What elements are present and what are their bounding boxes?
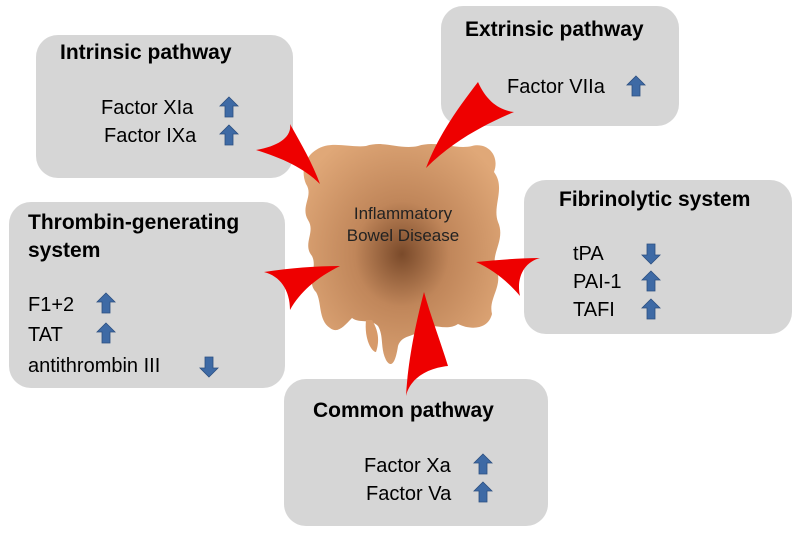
fibrinolytic-item-tafi: TAFI	[573, 299, 615, 321]
up-arrow-icon	[626, 75, 646, 97]
up-arrow-icon	[96, 292, 116, 314]
extrinsic-pathway-title: Extrinsic pathway	[465, 18, 644, 41]
arrow-from-thrombin	[264, 266, 340, 310]
up-arrow-icon	[473, 453, 493, 475]
thrombin-item-antithrombin-iii: antithrombin III	[28, 355, 161, 377]
common-item-factor-xa: Factor Xa	[364, 455, 451, 477]
fibrinolytic-system-title: Fibrinolytic system	[559, 188, 751, 211]
up-arrow-icon	[219, 96, 239, 118]
colon-appendix	[365, 320, 379, 352]
center-label: Inflammatory Bowel Disease	[318, 203, 488, 247]
up-arrow-icon	[473, 481, 493, 503]
thrombin-item-tat: TAT	[28, 324, 63, 346]
intrinsic-pathway-box	[36, 35, 293, 178]
arrow-from-fibrinolytic	[476, 258, 540, 296]
intrinsic-pathway-title: Intrinsic pathway	[60, 41, 232, 64]
down-arrow-icon	[641, 243, 661, 265]
thrombin-system-title-line2: system	[28, 239, 101, 262]
center-label-line2: Bowel Disease	[346, 226, 460, 245]
thrombin-item-f1-2: F1+2	[28, 294, 75, 316]
up-arrow-icon	[641, 298, 661, 320]
arrow-from-intrinsic	[256, 124, 320, 184]
center-label-line1: Inflammatory	[353, 204, 453, 223]
fibrinolytic-item-pai-1: PAI-1	[573, 271, 622, 293]
thrombin-system-box	[9, 202, 285, 388]
extrinsic-item-factor-viia: Factor VIIa	[507, 76, 605, 98]
thrombin-system-title-line1: Thrombin-generating	[28, 211, 240, 234]
common-item-factor-va: Factor Va	[366, 483, 452, 505]
arrow-from-common	[406, 292, 448, 396]
intrinsic-item-factor-xia: Factor XIa	[101, 97, 194, 119]
up-arrow-icon	[641, 270, 661, 292]
up-arrow-icon	[96, 322, 116, 344]
down-arrow-icon	[199, 356, 219, 378]
up-arrow-icon	[219, 124, 239, 146]
common-pathway-box	[284, 379, 548, 526]
arrow-from-extrinsic	[426, 82, 514, 168]
intrinsic-item-factor-ixa: Factor IXa	[104, 125, 197, 147]
common-pathway-title: Common pathway	[313, 399, 494, 422]
fibrinolytic-item-tpa: tPA	[573, 243, 604, 265]
colon-icon	[303, 144, 501, 365]
